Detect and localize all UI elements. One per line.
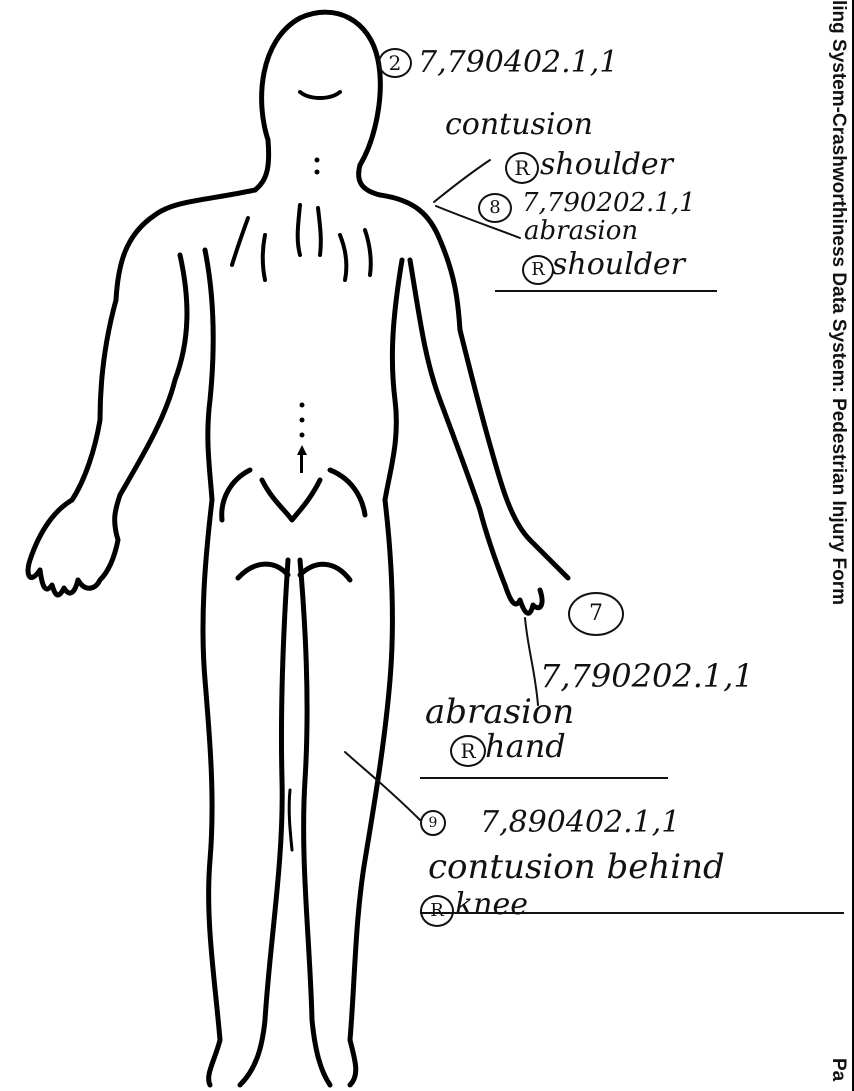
injury-description: abrasion <box>425 695 574 729</box>
injury-number-circle: 2 <box>378 48 412 78</box>
injury-number-circle: 9 <box>420 810 446 836</box>
side-circle: R <box>420 895 454 927</box>
injury-location: hand <box>485 730 566 762</box>
underline-rule <box>420 777 668 779</box>
injury-code: 7,890402.1,1 <box>480 808 680 838</box>
injury-location: knee <box>455 890 528 920</box>
side-circle: R <box>450 735 486 767</box>
injury-number-circle: 8 <box>478 193 512 223</box>
page-label: Pa <box>827 1058 849 1081</box>
injury-description: contusion <box>445 110 593 140</box>
injury-description: abrasion <box>524 218 638 244</box>
side-circle: R <box>505 152 539 184</box>
injury-code: 7,790402.1,1 <box>418 48 618 78</box>
injury-description: contusion behind <box>428 850 725 884</box>
injury-number-circle: 7 <box>568 592 624 636</box>
underline-rule <box>495 290 717 292</box>
injury-location: shoulder <box>540 150 673 180</box>
injury-code: 7,790202.1,1 <box>540 660 754 692</box>
injury-code: 7,790202.1,1 <box>522 190 696 216</box>
form-title: ling System-Crashworthiness Data System:… <box>827 0 849 1000</box>
injury-location: shoulder <box>552 250 685 280</box>
underline-rule <box>420 912 844 914</box>
side-circle: R <box>522 255 554 285</box>
